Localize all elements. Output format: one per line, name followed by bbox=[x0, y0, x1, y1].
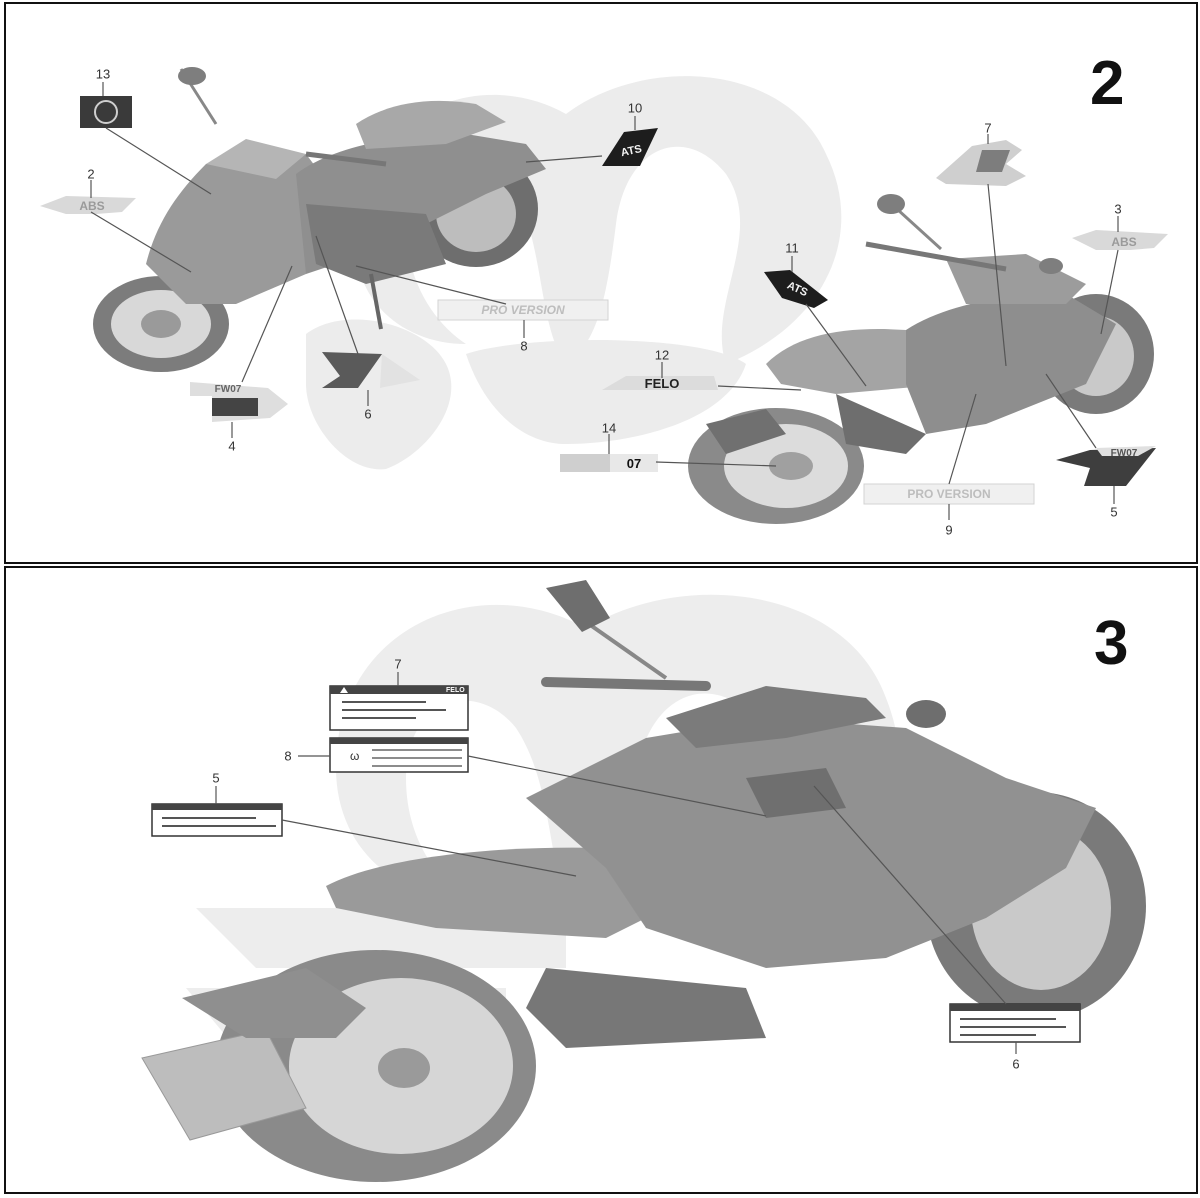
callout-7: 7 bbox=[394, 656, 402, 672]
rear-fender bbox=[182, 968, 366, 1038]
mirror-left bbox=[546, 580, 610, 632]
mirror-right bbox=[877, 194, 905, 214]
decal-7 bbox=[936, 140, 1026, 186]
callout-2: 2 bbox=[87, 166, 95, 182]
callout-5: 5 bbox=[212, 770, 220, 786]
callout-11: 11 bbox=[785, 240, 799, 256]
tank-right bbox=[906, 294, 1116, 434]
callout-13: 13 bbox=[95, 66, 111, 82]
decal-fw07-left-text: FW07 bbox=[215, 384, 242, 395]
label-6 bbox=[949, 1003, 1081, 1043]
decal-3-abs bbox=[1072, 230, 1168, 250]
callout-5: 5 bbox=[1110, 504, 1118, 520]
decal-5 bbox=[1056, 446, 1156, 486]
swingarm bbox=[836, 394, 926, 454]
license-plate bbox=[141, 1029, 307, 1141]
callout-6: 6 bbox=[1012, 1056, 1020, 1072]
handlebar bbox=[541, 677, 711, 691]
decal-felo-text: FELO bbox=[645, 376, 680, 391]
motorcycle-left bbox=[93, 67, 546, 372]
callout-7: 7 bbox=[984, 120, 992, 136]
handlebar bbox=[305, 151, 387, 167]
panel-2: ABS ABS ATS ATS PRO VERSION PRO VERSION … bbox=[4, 2, 1198, 564]
decal-8-pro-version bbox=[437, 299, 609, 321]
callout-12: 12 bbox=[654, 347, 670, 363]
motorcycle-rear-view bbox=[141, 580, 1146, 1182]
svg-text:ω: ω bbox=[350, 749, 359, 763]
callout-10: 10 bbox=[627, 100, 643, 116]
seat bbox=[326, 847, 686, 938]
decal-14-seven bbox=[560, 454, 658, 472]
tank-body bbox=[526, 718, 1096, 968]
windscreen bbox=[206, 139, 306, 179]
mirror-right bbox=[906, 700, 946, 728]
decal-pro-version-left-text: PRO VERSION bbox=[481, 303, 565, 317]
panel-3-artwork: ω FELO bbox=[141, 580, 1146, 1182]
decal-ats-top-text: ATS bbox=[620, 143, 643, 159]
label-8: ω bbox=[329, 737, 469, 773]
mirror bbox=[178, 67, 206, 85]
tank-cap bbox=[746, 768, 846, 818]
handlebar-right bbox=[865, 241, 1007, 272]
callout-3: 3 bbox=[1114, 201, 1122, 217]
callout-9: 9 bbox=[945, 522, 953, 538]
label-7 bbox=[329, 685, 469, 731]
leader-lines bbox=[215, 672, 1017, 1054]
panel-number: 2 bbox=[1090, 49, 1125, 118]
decal-2-abs bbox=[40, 196, 136, 214]
decal-fw07-right-text: FW07 bbox=[1111, 448, 1138, 459]
decal-11-ats bbox=[764, 270, 828, 308]
label-5 bbox=[151, 803, 283, 837]
decal-4 bbox=[190, 382, 288, 422]
leader-lines bbox=[90, 82, 1119, 520]
panel-2-artwork: ABS ABS ATS ATS PRO VERSION PRO VERSION … bbox=[40, 67, 1168, 524]
label-felo-text: FELO bbox=[446, 687, 465, 694]
callout-4: 4 bbox=[228, 438, 236, 454]
rear-fender bbox=[706, 409, 786, 454]
dashboard bbox=[666, 686, 886, 748]
engine bbox=[306, 204, 446, 284]
engine bbox=[526, 968, 766, 1048]
callout-6: 6 bbox=[364, 406, 372, 422]
callout-8: 8 bbox=[284, 748, 292, 764]
decal-pro-version-right-text: PRO VERSION bbox=[907, 487, 990, 501]
callout-14: 14 bbox=[601, 420, 617, 436]
seat bbox=[356, 100, 506, 149]
decal-13-emblem bbox=[80, 96, 132, 128]
kickstand bbox=[369, 273, 383, 330]
panel-number: 3 bbox=[1094, 609, 1129, 678]
front-fairing bbox=[146, 154, 336, 304]
panel-3: ω FELO 3 7 bbox=[4, 566, 1198, 1194]
decal-abs-right-text: ABS bbox=[1111, 235, 1136, 249]
decal-12-felo bbox=[602, 376, 718, 390]
decal-abs-left-text: ABS bbox=[79, 199, 104, 213]
decal-6 bbox=[322, 352, 420, 388]
callout-8: 8 bbox=[520, 338, 528, 354]
decal-10-ats bbox=[602, 128, 658, 166]
decal-seven-text: 07 bbox=[627, 456, 641, 471]
